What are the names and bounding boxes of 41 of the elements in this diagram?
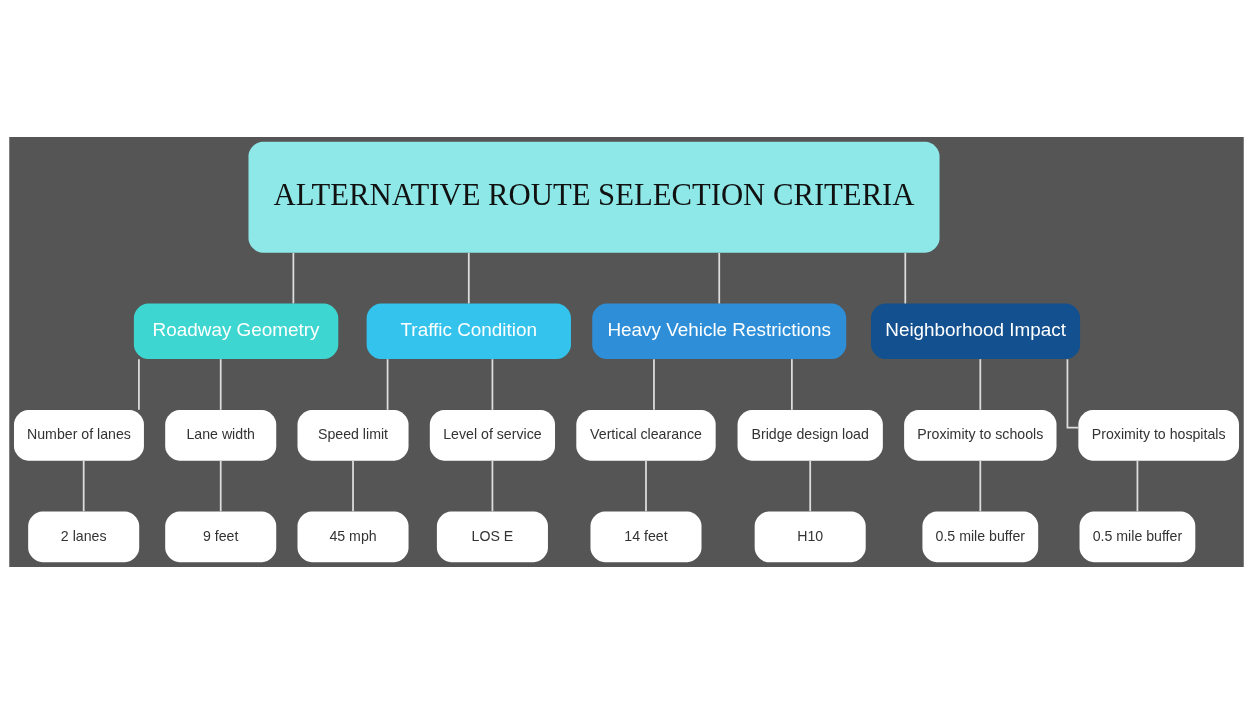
node-box: Neighborhood Impact [871,303,1081,360]
connector [979,460,982,513]
connector [491,460,494,513]
node-box: Heavy Vehicle Restrictions [592,303,847,360]
connector [718,252,721,305]
connector [904,252,907,305]
connector [979,358,982,411]
node-box: 2 lanes [28,511,140,563]
node-box: 14 feet [590,511,702,563]
connector [138,358,140,411]
node-box: 0.5 mile buffer [922,511,1039,563]
node-box: LOS E [436,511,548,563]
connector [82,460,85,513]
node-box: 45 mph [297,511,409,563]
node-box: 0.5 mile buffer [1079,511,1196,563]
node-box: Level of service [429,409,556,461]
node-box: 9 feet [165,511,277,563]
connector [653,358,655,411]
node-box: H10 [754,511,866,563]
connector [491,358,494,411]
node-box: Roadway Geometry [133,303,339,360]
connector [386,358,389,411]
node-box: Number of lanes [14,409,144,461]
connector [1066,358,1080,429]
connector [352,460,354,513]
connector [1136,460,1139,513]
connector [791,358,793,411]
node-box: Lane width [165,409,277,461]
connector [219,358,222,411]
connector [467,252,470,305]
node-box: Speed limit [297,409,409,461]
node-box: Bridge design load [737,409,883,461]
node-box: Vertical clearance [576,409,716,461]
node-box: Proximity to schools [904,409,1057,461]
node-box: Proximity to hospitals [1078,409,1239,461]
connector [292,252,295,305]
connector [809,460,812,513]
node-box: ALTERNATIVE ROUTE SELECTION CRITERIA [248,141,940,253]
node-box: Traffic Condition [366,303,571,360]
connector [219,460,222,513]
connector [645,460,647,513]
